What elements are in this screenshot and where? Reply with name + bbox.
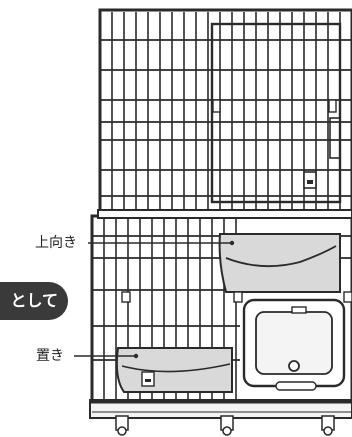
upper-hinge	[212, 99, 221, 113]
litter-door-knob	[288, 360, 300, 372]
usage-badge: として	[0, 282, 68, 320]
cage-clip	[233, 291, 243, 303]
shelf-divider	[97, 209, 352, 219]
cage-clip	[343, 291, 352, 303]
caster-wheel	[220, 415, 234, 436]
upper-hinge	[328, 99, 337, 113]
side-handle	[329, 117, 341, 159]
litter-door-clip	[291, 306, 307, 314]
tray-placed	[115, 347, 233, 393]
upper-cage-horizontal-bars	[100, 39, 352, 197]
label-placed-tray: 置き	[36, 347, 64, 365]
upper-door-panel	[210, 22, 342, 204]
caster-wheel	[321, 415, 335, 436]
usage-badge-text: として	[10, 291, 58, 310]
label-upward-tray: 上向き	[35, 234, 77, 252]
tray-upward	[218, 233, 341, 293]
caster-wheel	[115, 415, 129, 436]
upper-cage-vertical-bars	[111, 12, 341, 214]
cage-clip	[121, 291, 131, 303]
